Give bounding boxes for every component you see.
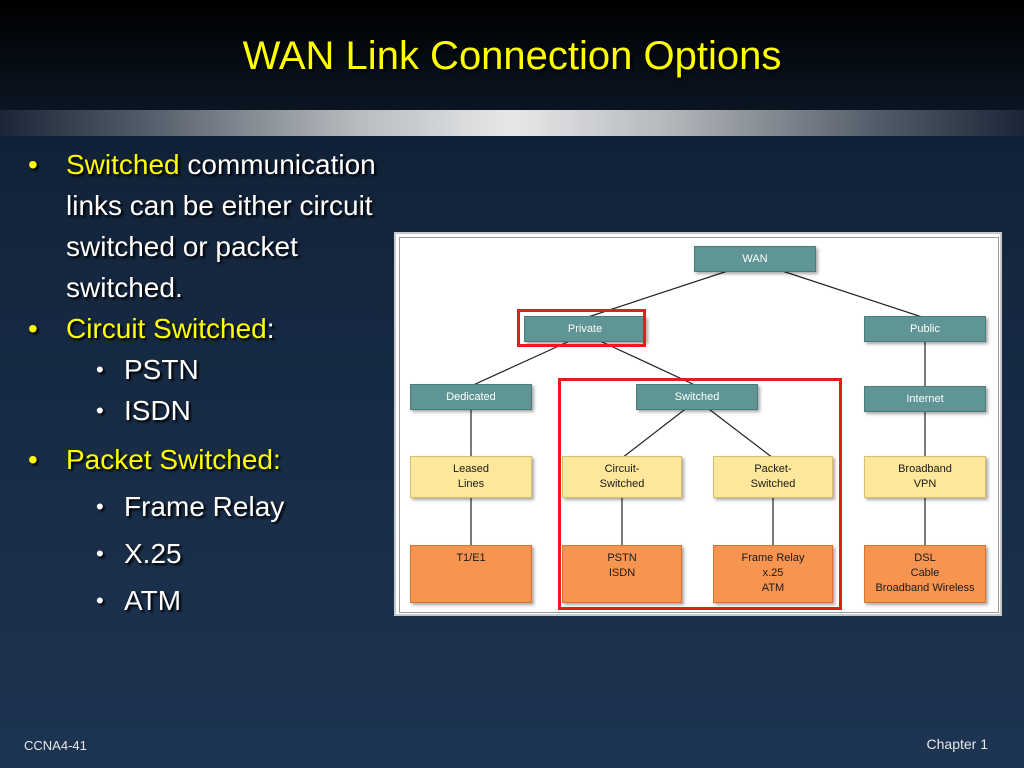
- node-broadband-vpn: Broadband VPN: [864, 456, 986, 498]
- node-wan: WAN: [694, 246, 816, 272]
- node-t1-e1-text: T1/E1: [456, 552, 486, 564]
- sub-bullet-isdn: • ISDN: [28, 390, 388, 431]
- sub-bullet-dot: •: [96, 398, 104, 423]
- highlight-private: [517, 309, 646, 347]
- node-dsl-cable-wireless: DSL Cable Broadband Wireless: [864, 545, 986, 603]
- bullet-dot: •: [28, 444, 38, 475]
- node-circuit-switched: Circuit- Switched: [562, 456, 682, 498]
- bullet-dot: •: [28, 149, 38, 180]
- wan-options-diagram: WAN Private Public Dedicated Switched In…: [394, 232, 1002, 616]
- node-packet-switched: Packet- Switched: [713, 456, 833, 498]
- node-pstn-isdn: PSTN ISDN: [562, 545, 682, 603]
- node-packet-switched-line1: Packet-: [754, 463, 792, 475]
- packet-switched-label: Packet Switched:: [66, 444, 281, 475]
- sub-bullet-dot: •: [96, 541, 104, 566]
- title-separator-bar: [0, 110, 1024, 136]
- node-pstn-text: PSTN: [607, 552, 637, 564]
- node-frame-x25-atm: Frame Relay x.25 ATM: [713, 545, 833, 603]
- bullet-dot: •: [28, 313, 38, 344]
- bullet-switched-word: Switched: [66, 149, 180, 180]
- node-switched: Switched: [636, 384, 758, 410]
- bullet-packet-switched: • Packet Switched:: [28, 439, 388, 480]
- bullet-circuit-switched: • Circuit Switched:: [28, 308, 388, 349]
- sub-bullet-text: Frame Relay: [124, 491, 285, 522]
- sub-bullet-atm: • ATM: [28, 580, 388, 621]
- sub-bullet-frame-relay: • Frame Relay: [28, 486, 388, 527]
- node-atm-text: ATM: [761, 582, 785, 594]
- node-t1-e1: T1/E1: [410, 545, 532, 603]
- sub-bullet-text: PSTN: [124, 354, 199, 385]
- circuit-switched-label: Circuit Switched: [66, 313, 267, 344]
- node-x25-text: x.25: [762, 567, 784, 579]
- sub-bullet-text: ATM: [124, 585, 182, 616]
- line-private-switched: [584, 333, 698, 387]
- node-packet-switched-line2: Switched: [750, 478, 796, 490]
- highlight-switched-branch: [558, 378, 842, 610]
- bullet-switched-rest: communication links can be either circui…: [66, 149, 376, 303]
- node-broadband-wireless-text: Broadband Wireless: [875, 582, 975, 594]
- node-broadband-vpn-line1: Broadband: [898, 463, 952, 475]
- circuit-switched-colon: :: [266, 313, 275, 344]
- sub-bullet-dot: •: [96, 588, 104, 613]
- sub-bullet-pstn: • PSTN: [28, 349, 388, 390]
- node-leased-lines-line2: Lines: [457, 478, 485, 490]
- node-dedicated: Dedicated: [410, 384, 532, 410]
- node-circuit-switched-line2: Switched: [599, 478, 645, 490]
- sub-bullet-text: X.25: [124, 538, 182, 569]
- line-private-dedicated: [470, 333, 586, 387]
- sub-bullet-x25: • X.25: [28, 533, 388, 574]
- node-isdn-text: ISDN: [608, 567, 636, 579]
- diagram-frame: WAN Private Public Dedicated Switched In…: [399, 237, 999, 613]
- title-band: [0, 0, 1024, 110]
- footer-course-code: CCNA4-41: [24, 738, 87, 753]
- bullet-list-content: • Switched communication links can be ei…: [28, 144, 388, 621]
- node-leased-lines: Leased Lines: [410, 456, 532, 498]
- node-dsl-text: DSL: [914, 552, 936, 564]
- bullet-switched-links: • Switched communication links can be ei…: [28, 144, 388, 308]
- node-frame-relay-text: Frame Relay: [741, 552, 805, 564]
- node-broadband-vpn-line2: VPN: [913, 478, 937, 490]
- node-private: Private: [524, 316, 646, 342]
- node-leased-lines-line1: Leased: [452, 463, 490, 475]
- node-internet: Internet: [864, 386, 986, 412]
- node-cable-text: Cable: [910, 567, 940, 579]
- footer-chapter: Chapter 1: [926, 736, 988, 752]
- node-public: Public: [864, 316, 986, 342]
- sub-bullet-dot: •: [96, 494, 104, 519]
- node-circuit-switched-line1: Circuit-: [604, 463, 640, 475]
- sub-bullet-dot: •: [96, 357, 104, 382]
- slide-title: WAN Link Connection Options: [242, 34, 782, 78]
- sub-bullet-text: ISDN: [124, 395, 191, 426]
